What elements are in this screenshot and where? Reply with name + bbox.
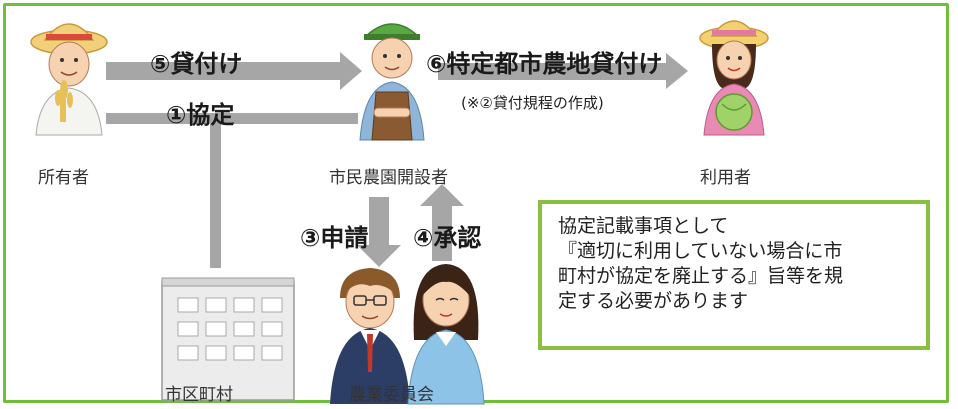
- operator-figure: [359, 23, 425, 141]
- user-figure: [699, 20, 769, 136]
- owner-figure: [30, 23, 108, 136]
- operator-label: 市民農園開設者: [329, 168, 448, 188]
- committee-woman-figure: [407, 264, 485, 405]
- note-box: 協定記載事項として 『適切に利用していない場合に市 町村が協定を廃止する』旨等を…: [538, 200, 930, 350]
- lending-label: ⑤貸付け: [150, 50, 243, 78]
- note-line: 町村が協定を廃止する』旨等を規: [558, 265, 844, 287]
- municipality-building: [161, 277, 295, 401]
- note-line: 協定記載事項として: [558, 215, 729, 237]
- special-lending-label: ⑥特定都市農地貸付け: [426, 50, 663, 78]
- special-lending-arrow: [438, 53, 688, 89]
- municipality-label: 市区町村: [165, 385, 233, 405]
- application-label: ③申請: [300, 224, 369, 252]
- agreement-connector: [106, 113, 358, 268]
- committee-label: 農業委員会: [349, 385, 434, 405]
- agreement-label: ①協定: [166, 101, 235, 129]
- approval-label: ④承認: [413, 224, 482, 252]
- committee-man-figure: [330, 268, 410, 404]
- owner-label: 所有者: [38, 168, 89, 188]
- regulation-note-label: (※②貸付規程の作成): [461, 94, 604, 112]
- approval-arrow: [420, 184, 464, 261]
- note-line: 定する必要があります: [558, 290, 749, 312]
- note-line: 『適切に利用していない場合に市: [558, 240, 843, 262]
- lending-arrow: [106, 52, 362, 90]
- application-arrow: [357, 197, 401, 267]
- user-label: 利用者: [700, 168, 751, 188]
